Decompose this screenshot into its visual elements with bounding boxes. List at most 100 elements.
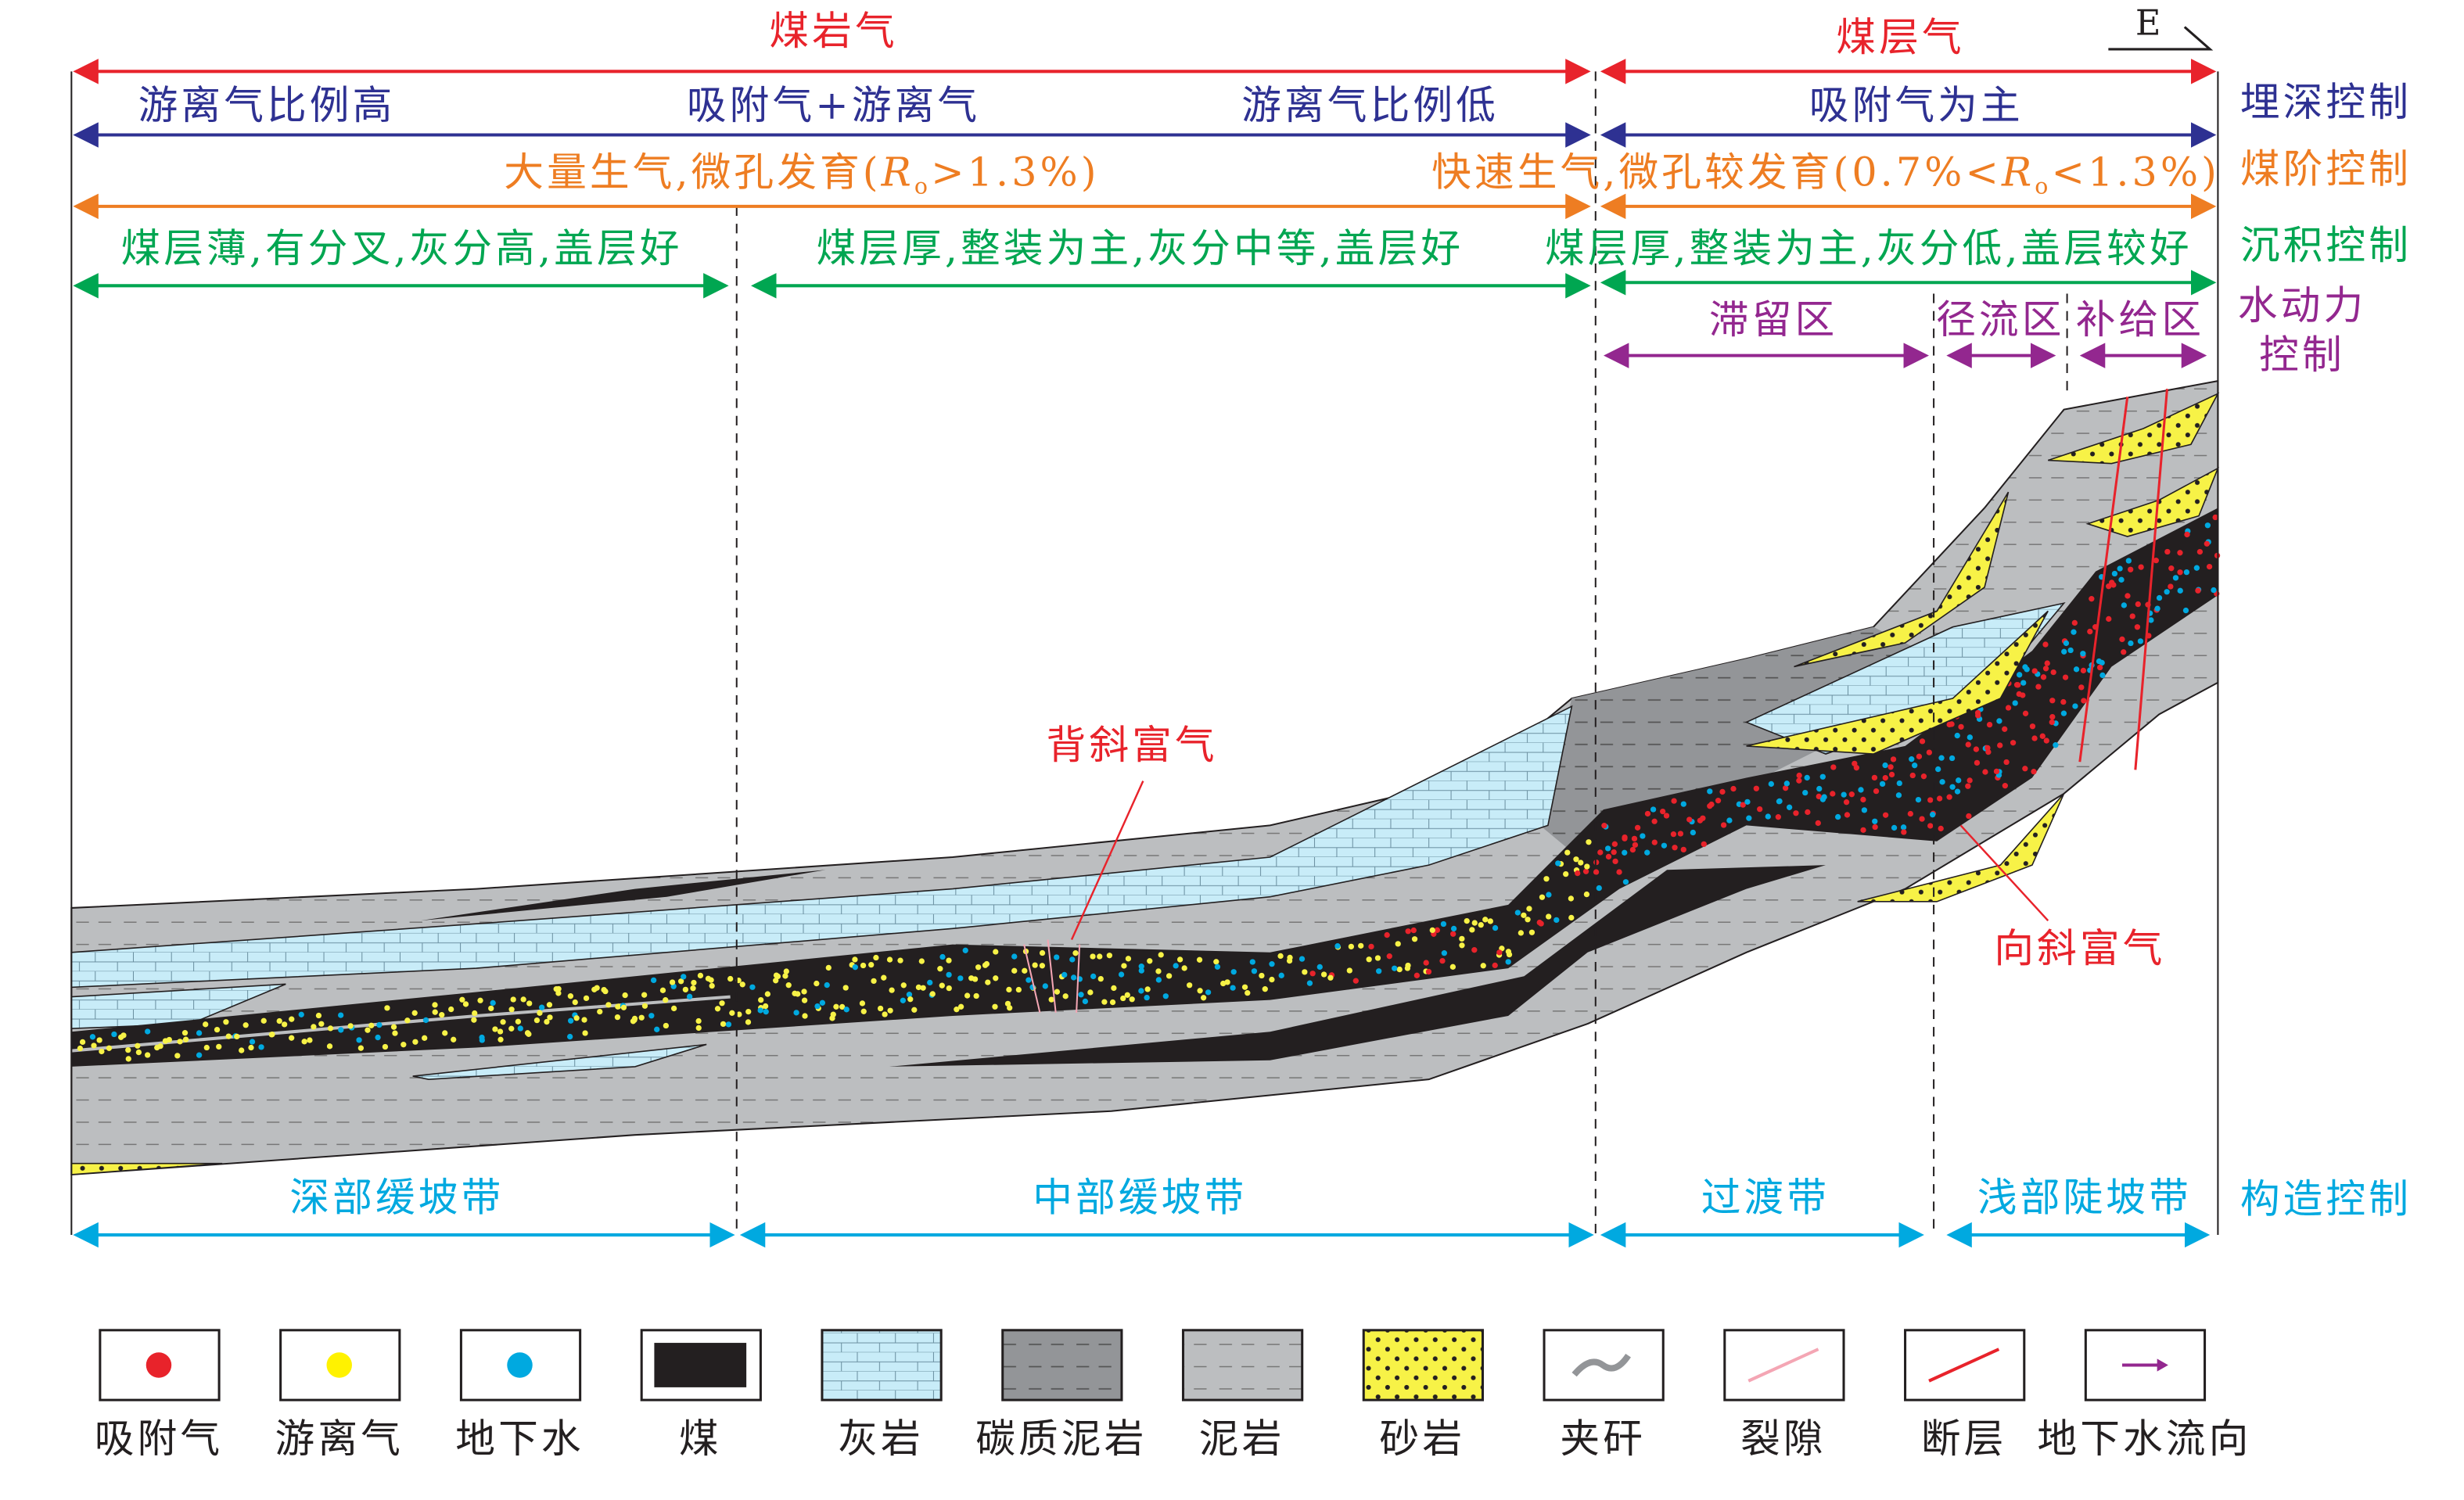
gas-dot bbox=[2164, 548, 2171, 555]
gas-dot bbox=[1834, 813, 1841, 820]
gas-dot bbox=[248, 1044, 254, 1051]
gas-dot bbox=[1622, 879, 1629, 885]
gas-dot bbox=[1396, 966, 1403, 973]
gas-dot bbox=[1230, 969, 1237, 975]
syncline-annotation: 向斜富气 bbox=[1994, 925, 2165, 971]
gas-dot bbox=[975, 964, 982, 971]
gas-dot bbox=[547, 1014, 553, 1021]
gas-dot bbox=[1518, 930, 1525, 936]
gas-dot bbox=[1514, 910, 1521, 916]
gas-dot bbox=[725, 1021, 732, 1028]
gas-dot bbox=[269, 1031, 275, 1038]
gas-dot bbox=[929, 991, 936, 997]
gas-dot bbox=[400, 1042, 407, 1048]
gas-dot bbox=[897, 957, 903, 964]
gas-dot bbox=[1125, 956, 1132, 962]
legend-item: 吸附气 bbox=[95, 1329, 221, 1462]
gas-dot bbox=[357, 1045, 365, 1051]
gas-dot bbox=[1670, 831, 1677, 838]
gas-dot bbox=[1982, 769, 1988, 775]
zone-transition: 过渡带 bbox=[1701, 1175, 1830, 1221]
gas-dot bbox=[719, 1000, 725, 1007]
gas-dot bbox=[906, 992, 913, 998]
gas-dot bbox=[1158, 952, 1164, 958]
gas-dot bbox=[2053, 742, 2059, 748]
rank-left-o: o bbox=[914, 174, 931, 199]
gas-dot bbox=[1651, 818, 1658, 824]
gas-dot bbox=[915, 984, 922, 991]
gas-dot bbox=[982, 962, 989, 968]
legend-item: 断层 bbox=[1904, 1329, 2026, 1462]
gas-dot bbox=[1879, 781, 1886, 788]
label-hydro-control-2: 控制 bbox=[2259, 332, 2345, 378]
gas-dot bbox=[946, 985, 952, 992]
gas-dot bbox=[515, 1018, 522, 1025]
gas-dot bbox=[2129, 613, 2135, 619]
gas-dot bbox=[1907, 810, 1914, 817]
limestone-layer bbox=[70, 705, 1573, 989]
gas-dot bbox=[1707, 803, 1713, 809]
gas-dot bbox=[1181, 965, 1187, 971]
gas-dot bbox=[1919, 738, 1926, 745]
gas-dot bbox=[1926, 749, 1933, 755]
gas-dot bbox=[1954, 732, 1960, 739]
gas-dot bbox=[572, 999, 578, 1006]
gas-dot bbox=[338, 1027, 344, 1033]
gas-dot bbox=[2168, 565, 2175, 572]
gas-dot bbox=[1048, 996, 1054, 1003]
gas-dot bbox=[1946, 721, 1952, 728]
coal-thin bbox=[420, 870, 826, 921]
gas-dot bbox=[1895, 792, 1902, 798]
sedim-shallow: 煤层厚,整装为主,灰分低,盖层较好 bbox=[1545, 225, 2193, 271]
gas-dot bbox=[1848, 791, 1855, 798]
sandstone-lens bbox=[1794, 491, 2010, 668]
gas-dot bbox=[1327, 974, 1334, 981]
gas-dot bbox=[1405, 962, 1411, 969]
gas-dot bbox=[1796, 772, 1802, 779]
gas-dot bbox=[860, 962, 867, 969]
gas-dot bbox=[739, 981, 745, 988]
gas-dot bbox=[1915, 796, 1922, 803]
gas-dot bbox=[2020, 692, 2026, 698]
gas-dot bbox=[992, 1003, 998, 1010]
gas-dot bbox=[216, 1043, 222, 1050]
legend-item: 地下水 bbox=[455, 1329, 582, 1462]
gas-dot bbox=[1144, 986, 1151, 992]
gas-dot bbox=[2153, 558, 2160, 564]
gas-dot bbox=[384, 1005, 390, 1011]
gas-dot bbox=[1909, 772, 1916, 779]
gas-dot bbox=[99, 1048, 105, 1055]
gas-dot bbox=[544, 1018, 550, 1025]
gas-dot bbox=[177, 1039, 183, 1045]
gas-dot bbox=[802, 1013, 808, 1019]
gas-dot bbox=[1277, 953, 1284, 960]
gas-dot bbox=[1425, 968, 1432, 975]
gas-dot bbox=[631, 1017, 638, 1023]
gas-dot bbox=[2049, 719, 2055, 726]
legend-label: 游离气 bbox=[275, 1416, 404, 1462]
gas-dot bbox=[1543, 876, 1550, 882]
direction-label: E bbox=[2135, 3, 2161, 44]
gas-dot bbox=[1082, 998, 1089, 1005]
gas-dot bbox=[533, 1017, 541, 1024]
gas-dot bbox=[307, 1037, 313, 1043]
gas-dot bbox=[1882, 812, 1889, 818]
gas-dot bbox=[1916, 753, 1923, 759]
gas-dot bbox=[1690, 829, 1697, 836]
gas-dot bbox=[1949, 755, 1956, 762]
gas-dot bbox=[1214, 964, 1221, 970]
gas-dot bbox=[1138, 988, 1144, 994]
gas-dot bbox=[2168, 583, 2174, 590]
gas-dot bbox=[479, 1037, 485, 1043]
fractures bbox=[1023, 939, 1081, 1014]
gas-dot bbox=[182, 1036, 189, 1042]
gas-dot bbox=[714, 1006, 721, 1012]
gas-dot bbox=[392, 1030, 398, 1036]
gas-dot bbox=[2125, 593, 2131, 599]
gas-dot bbox=[2099, 672, 2106, 679]
gas-dot bbox=[1450, 931, 1456, 937]
gas-dot bbox=[276, 1017, 282, 1025]
gas-dot bbox=[1120, 995, 1126, 1002]
gas-dot bbox=[686, 993, 693, 999]
